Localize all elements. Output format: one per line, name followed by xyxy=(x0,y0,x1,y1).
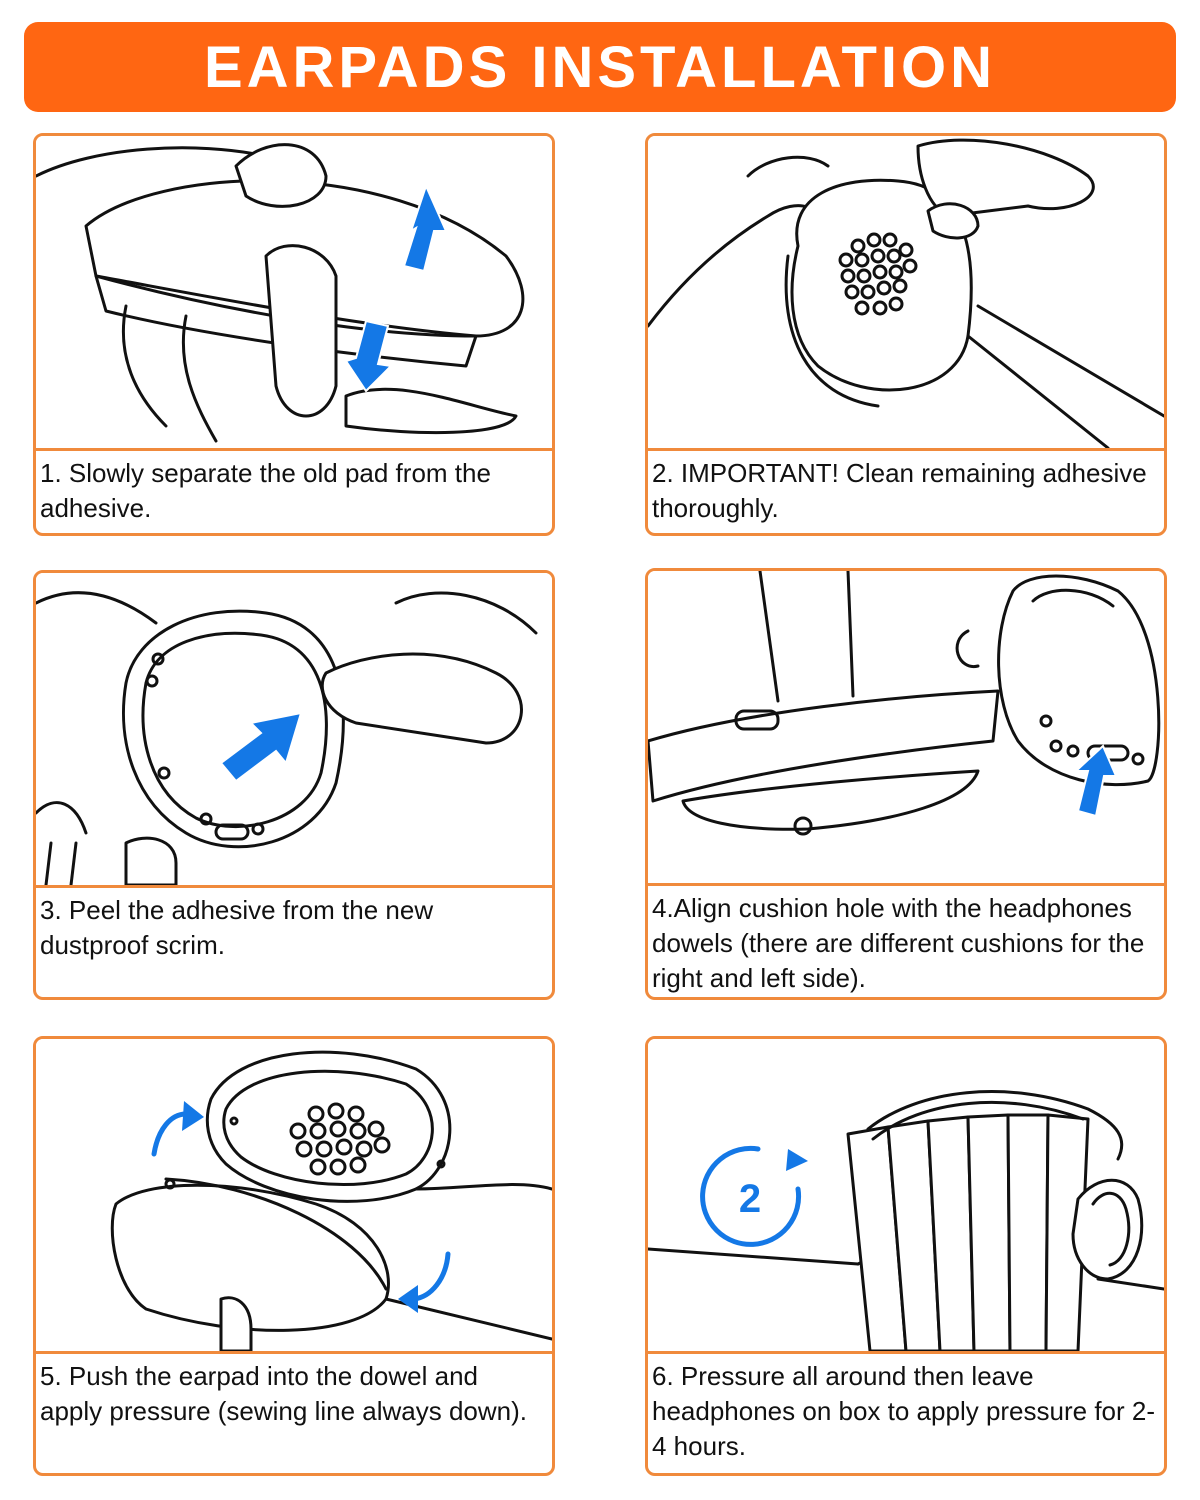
step-3-caption: 3. Peel the adhesive from the new dustpr… xyxy=(40,895,434,960)
page-title: EARPADS INSTALLATION xyxy=(203,34,997,100)
push-earpad-illustration xyxy=(110,1050,552,1351)
arrow-up-icon xyxy=(402,183,448,273)
step-6-caption: 6. Pressure all around then leave headph… xyxy=(652,1361,1156,1461)
rotate-arrow-icon xyxy=(398,1251,451,1313)
arrow-right-icon xyxy=(219,711,303,783)
step-card-3: 3. Peel the adhesive from the new dustpr… xyxy=(33,570,555,1000)
step-card-5: 5. Push the earpad into the dowel and ap… xyxy=(33,1036,555,1476)
timer-label: 2 xyxy=(739,1177,761,1221)
step-2-illustration xyxy=(648,136,1164,451)
speaker-holes xyxy=(838,232,918,316)
headphones-on-box-illustration: 2 xyxy=(648,1090,1164,1351)
step-1-illustration xyxy=(36,136,552,451)
clean-adhesive-illustration xyxy=(648,138,1164,448)
speaker-holes xyxy=(289,1102,391,1176)
step-6-illustration: 2 xyxy=(648,1039,1164,1354)
step-5-caption: 5. Push the earpad into the dowel and ap… xyxy=(40,1361,528,1426)
separate-pad-illustration xyxy=(36,143,525,443)
step-4-illustration xyxy=(648,571,1164,886)
step-4-caption: 4.Align cushion hole with the headphones… xyxy=(652,893,1145,993)
step-1-caption: 1. Slowly separate the old pad from the … xyxy=(40,458,491,523)
arrow-down-icon xyxy=(344,319,394,393)
step-card-6: 2 6. Pressure all around then leave head… xyxy=(645,1036,1167,1476)
align-cushion-illustration xyxy=(648,571,1161,836)
step-5-illustration xyxy=(36,1039,552,1354)
step-2-caption: 2. IMPORTANT! Clean remaining adhesive t… xyxy=(652,458,1147,523)
peel-adhesive-illustration xyxy=(36,591,538,885)
step-card-4: 4.Align cushion hole with the headphones… xyxy=(645,568,1167,1000)
step-card-2: 2. IMPORTANT! Clean remaining adhesive t… xyxy=(645,133,1167,536)
step-card-1: 1. Slowly separate the old pad from the … xyxy=(33,133,555,536)
title-banner: EARPADS INSTALLATION xyxy=(24,22,1176,112)
rotate-arrow-icon xyxy=(151,1101,204,1157)
timer-icon: 2 xyxy=(700,1145,808,1247)
step-3-illustration xyxy=(36,573,552,888)
arrow-up-icon xyxy=(1073,744,1118,818)
